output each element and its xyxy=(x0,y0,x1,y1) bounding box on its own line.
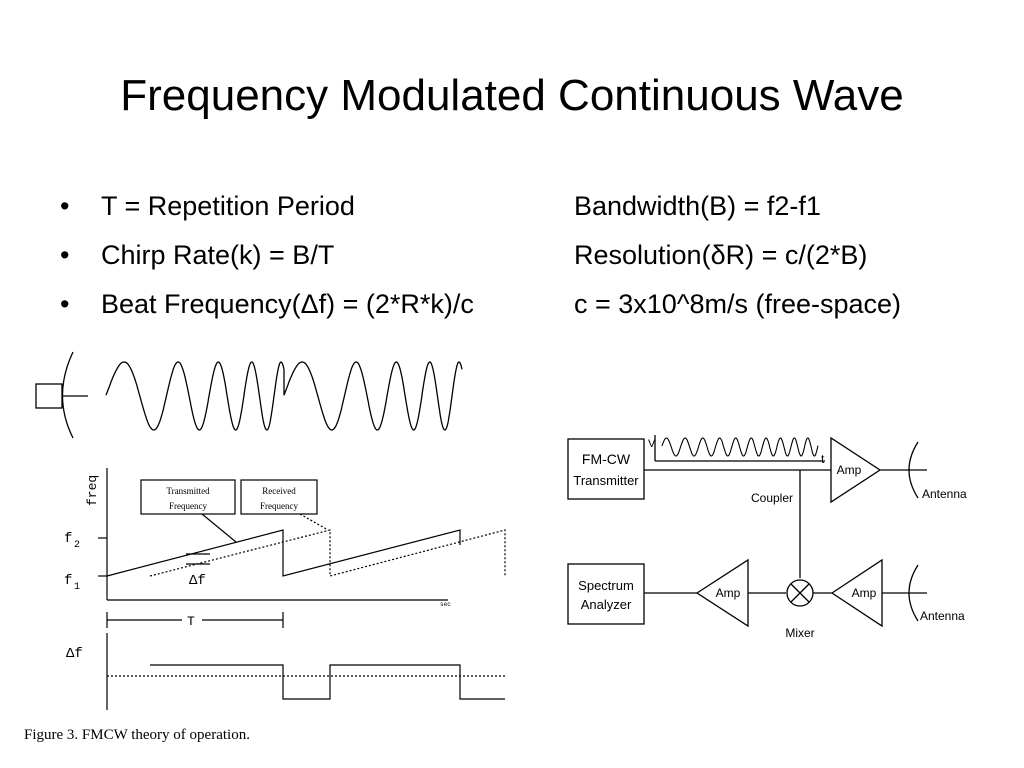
bullet-text-repetition-period: T = Repetition Period xyxy=(101,191,355,221)
transmitted-frequency-line xyxy=(106,529,461,577)
beat-frequency-plot xyxy=(106,633,505,710)
amp-top-triangle xyxy=(830,436,882,504)
f2-subscript: 2 xyxy=(74,540,80,551)
fmcw-label-line1: FM-CW xyxy=(582,451,631,467)
inset-chirp-waveform xyxy=(661,437,819,457)
received-label-box xyxy=(240,479,318,515)
mixer-label: Mixer xyxy=(785,626,814,640)
antenna-top-label: Antenna xyxy=(922,487,967,501)
figure-caption: Figure 3. FMCW theory of operation. xyxy=(24,727,250,743)
transmitted-label-box xyxy=(140,479,236,515)
antenna-top-icon xyxy=(908,441,919,499)
bullet-text-beat-frequency: Beat Frequency(Δf) = (2*R*k)/c xyxy=(101,289,474,319)
transmitted-label-line1: Transmitted xyxy=(166,486,210,496)
bullet-list: • T = Repetition Period • Chirp Rate(k) … xyxy=(60,186,560,333)
bullet-dot: • xyxy=(60,191,70,221)
sawtooth-plot xyxy=(98,468,506,628)
bullet-dot: • xyxy=(60,289,70,319)
received-label-line1: Received xyxy=(262,486,296,496)
received-leader-line xyxy=(299,513,329,531)
source-antenna-icon xyxy=(35,351,88,439)
time-tick-mark: sec xyxy=(440,601,451,608)
block-diagram xyxy=(567,435,927,628)
bullet-item: • Beat Frequency(Δf) = (2*R*k)/c xyxy=(60,284,560,333)
bandwidth-formula: Bandwidth(B) = f2-f1 xyxy=(574,191,821,221)
beat-frequency-trace xyxy=(150,664,505,700)
coupler-label: Coupler xyxy=(751,491,793,505)
bullet-text-chirp-rate: Chirp Rate(k) = B/T xyxy=(101,240,335,270)
bullet-dot: • xyxy=(60,240,70,270)
chirp-waveform xyxy=(105,361,463,431)
transmitted-label-line2: Frequency xyxy=(169,501,207,511)
bullet-item: • T = Repetition Period xyxy=(60,186,560,235)
bullet-item: • Chirp Rate(k) = B/T xyxy=(60,235,560,284)
amp-right-label: Amp xyxy=(852,586,877,600)
freq-axis-label: freq xyxy=(85,475,100,506)
spectrum-label-line1: Spectrum xyxy=(578,578,634,593)
spectrum-label-line2: Analyzer xyxy=(581,597,632,612)
inset-v-label: V xyxy=(648,438,656,450)
received-label-line2: Frequency xyxy=(260,501,298,511)
inset-t-label: t xyxy=(821,452,825,466)
received-frequency-line xyxy=(149,529,506,577)
f1-label: f xyxy=(64,573,72,589)
antenna-bottom-label: Antenna xyxy=(920,609,965,623)
fmcw-label-line2: Transmitter xyxy=(573,473,639,488)
transmitted-leader-line xyxy=(201,513,237,543)
antenna-bottom-icon xyxy=(908,564,919,622)
f1-subscript: 1 xyxy=(74,582,80,593)
formula-list: Bandwidth(B) = f2-f1 Resolution(δR) = c/… xyxy=(574,186,1014,333)
amp-top-label: Amp xyxy=(837,463,862,477)
speed-of-light-formula: c = 3x10^8m/s (free-space) xyxy=(574,289,902,319)
f2-label: f xyxy=(64,531,72,547)
period-label: T xyxy=(187,614,195,629)
block-diagram-labels: FM-CW Transmitter V t Amp Antenna Couple… xyxy=(573,438,967,640)
slide-title: Frequency Modulated Continuous Wave xyxy=(120,71,904,120)
amp-left-label: Amp xyxy=(716,586,741,600)
spectrum-analyzer-box xyxy=(567,563,645,625)
delta-f-marker-label: Δf xyxy=(189,573,206,589)
sawtooth-labels: freq f 2 f 1 Δf T sec Transmitted Freque… xyxy=(64,475,451,629)
beat-axis-label: Δf xyxy=(66,646,83,662)
resolution-formula: Resolution(δR) = c/(2*B) xyxy=(574,240,868,270)
fmcw-transmitter-box xyxy=(567,438,645,500)
